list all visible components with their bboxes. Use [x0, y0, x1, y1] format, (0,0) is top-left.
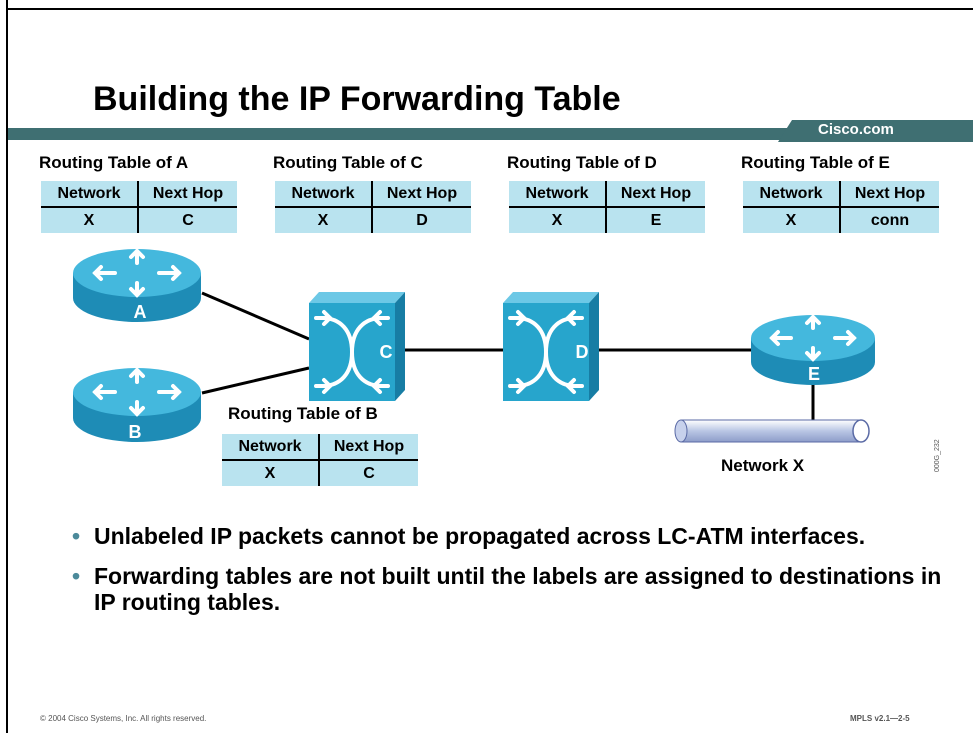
column-header-next-hop: Next Hop: [607, 181, 705, 208]
column-header-next-hop: Next Hop: [139, 181, 237, 208]
frame-left-border: [6, 0, 8, 733]
cell-network: X: [509, 208, 607, 233]
cell-next-hop: C: [363, 465, 375, 482]
atm-switch-icon-c: [309, 292, 405, 401]
router-b-label: B: [129, 422, 142, 442]
cell-next-hop: conn: [870, 212, 910, 229]
network-x-label: Network X: [721, 456, 805, 475]
routing-table-b: Routing Table of B Network Next Hop X C: [222, 404, 418, 486]
routing-table-e-title: Routing Table of E: [741, 153, 890, 172]
switch-c-label: C: [380, 342, 393, 362]
bullet-text: Forwarding tables are not built until th…: [94, 563, 942, 615]
links: [201, 291, 815, 422]
column-header-next-hop: Next Hop: [841, 181, 939, 208]
cell-next-hop: E: [650, 212, 662, 229]
routing-table-a-title: Routing Table of A: [39, 153, 189, 172]
cell-network: X: [41, 208, 139, 233]
copyright-footer: © 2004 Cisco Systems, Inc. All rights re…: [40, 714, 207, 723]
figure-code: 000G_232: [934, 439, 941, 472]
link-b-c: [201, 366, 310, 395]
column-header-network: Network: [222, 434, 320, 461]
bullet-text: Unlabeled IP packets cannot be propagate…: [94, 523, 866, 549]
routing-table-b-title: Routing Table of B: [228, 404, 378, 423]
column-header-network: Network: [275, 181, 373, 208]
routing-table-a: Routing Table of A Network Next Hop X C: [39, 153, 237, 233]
routing-table-e: Routing Table of E Network Next Hop X co…: [741, 153, 939, 233]
bullet-dot-icon: •: [72, 563, 81, 589]
cisco-com-label: Cisco.com: [818, 121, 894, 138]
bullet-list: • Unlabeled IP packets cannot be propaga…: [70, 523, 950, 629]
router-a-label: A: [134, 302, 147, 322]
router-icon-e: [751, 314, 875, 385]
column-header-network: Network: [509, 181, 607, 208]
routing-table-c-title: Routing Table of C: [273, 153, 423, 172]
switch-d-label: D: [576, 342, 589, 362]
router-icon-a: [73, 248, 201, 322]
course-footer: MPLS v2.1—2-5: [850, 714, 910, 723]
header-band: [8, 128, 973, 140]
column-header-next-hop: Next Hop: [373, 181, 471, 208]
atm-switch-icon-d: [503, 292, 599, 401]
network-x-segment-icon: [674, 419, 870, 443]
routing-table-d-title: Routing Table of D: [507, 153, 657, 172]
cell-network: X: [275, 208, 373, 233]
cell-network: X: [222, 461, 320, 486]
link-a-c: [201, 291, 310, 341]
routing-table-c: Routing Table of C Network Next Hop X D: [273, 153, 471, 233]
cell-next-hop: C: [182, 212, 194, 229]
routing-table-d: Routing Table of D Network Next Hop X E: [507, 153, 705, 233]
column-header-network: Network: [743, 181, 841, 208]
header-band-tab: [778, 120, 973, 142]
column-header-network: Network: [41, 181, 139, 208]
cell-next-hop: D: [416, 212, 428, 229]
bullet-item: • Unlabeled IP packets cannot be propaga…: [70, 523, 950, 549]
router-e-label: E: [808, 364, 820, 384]
column-header-next-hop: Next Hop: [320, 434, 418, 461]
bullet-item: • Forwarding tables are not built until …: [70, 563, 950, 615]
router-icon-b: [73, 367, 201, 442]
slide-title: Building the IP Forwarding Table: [93, 80, 621, 118]
cell-network: X: [743, 208, 841, 233]
frame-top-border: [6, 8, 973, 10]
bullet-dot-icon: •: [72, 523, 81, 549]
